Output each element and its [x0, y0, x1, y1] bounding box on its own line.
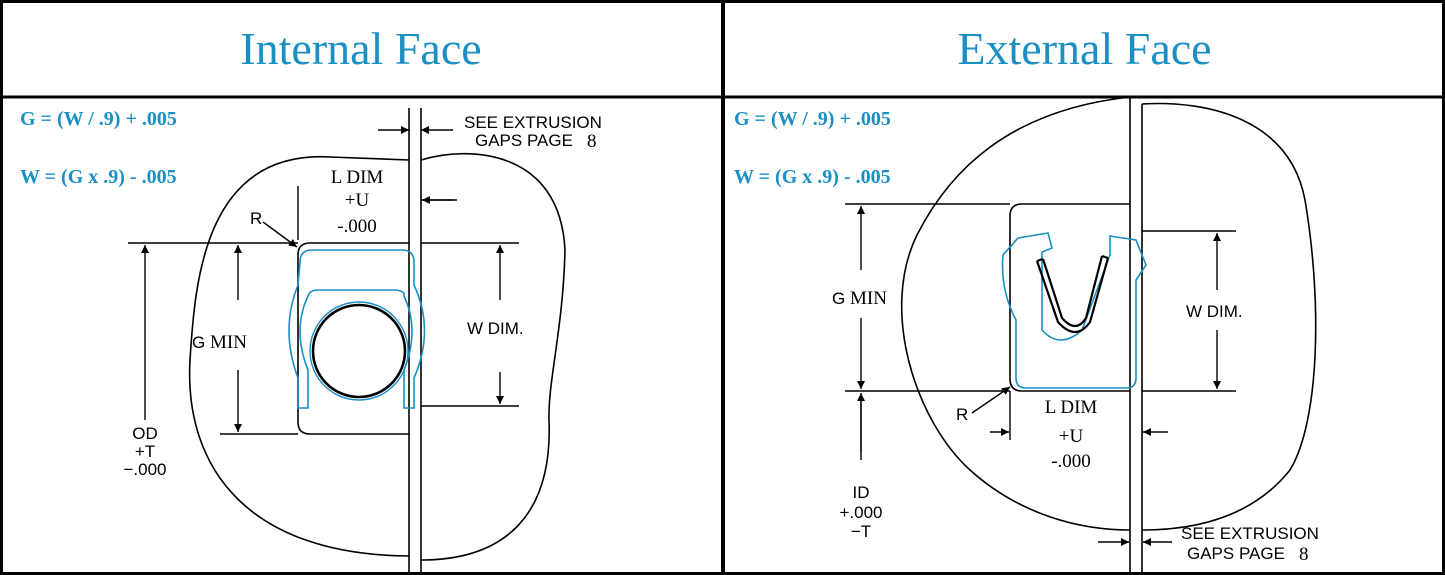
internal-formula-w: W = (G x .9) - .005 [20, 166, 177, 188]
external-dimensions [857, 206, 1221, 546]
internal-r-label: R [250, 209, 262, 228]
external-formula-w: W = (G x .9) - .005 [734, 166, 891, 188]
internal-face-title: Internal Face [240, 22, 482, 74]
internal-clip-profile [288, 249, 426, 409]
external-g-min: MIN [850, 288, 887, 309]
internal-od: OD [132, 424, 158, 443]
internal-gaps-page: GAPS PAGE [475, 131, 573, 150]
internal-g-min: MIN [210, 332, 247, 353]
external-slot [1009, 203, 1130, 392]
external-face-title: External Face [957, 22, 1212, 74]
internal-slot [297, 242, 409, 435]
external-plus-u: +U [1059, 426, 1084, 447]
internal-l-dim: L DIM [331, 167, 384, 188]
external-g-label: G [832, 289, 845, 308]
external-see-extrusion: SEE EXTRUSION [1181, 524, 1319, 543]
internal-plus-t: +T [135, 442, 155, 461]
external-minus-zero: -.000 [1051, 451, 1091, 472]
internal-left-lobe [188, 156, 410, 557]
external-id: ID [853, 483, 870, 502]
external-r-label: R [956, 405, 968, 424]
internal-right-lobe [420, 152, 566, 561]
external-gaps-page-num: 8 [1299, 544, 1309, 565]
external-plus-zero: +.000 [839, 503, 882, 522]
external-right-lobe [1141, 102, 1317, 531]
internal-minus-zero: -.000 [337, 216, 377, 237]
internal-plus-u: +U [345, 190, 370, 211]
external-clip-profile [1001, 232, 1147, 389]
internal-formula-g: G = (W / .9) + .005 [20, 108, 177, 130]
internal-see-extrusion: SEE EXTRUSION [464, 113, 602, 132]
internal-dimensions [128, 126, 504, 435]
internal-shaft [311, 303, 407, 399]
external-left-lobe [900, 96, 1131, 531]
external-face-drawing [845, 96, 1317, 575]
external-labels: G MIN W DIM. R L DIM +U -.000 ID +.000 −… [832, 288, 1319, 565]
internal-labels: SEE EXTRUSION GAPS PAGE 8 L DIM +U -.000… [123, 113, 601, 479]
external-formula-g: G = (W / .9) + .005 [734, 108, 891, 130]
internal-od-minus-zero: −.000 [123, 460, 166, 479]
external-minus-t: −T [851, 522, 871, 541]
internal-gaps-page-num: 8 [587, 131, 597, 152]
internal-face-drawing [188, 108, 566, 575]
external-w-dim: W DIM. [1186, 302, 1243, 321]
external-spring-clip [1035, 254, 1110, 334]
external-l-dim: L DIM [1045, 397, 1098, 418]
external-gaps-page: GAPS PAGE [1187, 544, 1285, 563]
internal-w-dim: W DIM. [467, 319, 524, 338]
internal-g-label: G [192, 333, 205, 352]
